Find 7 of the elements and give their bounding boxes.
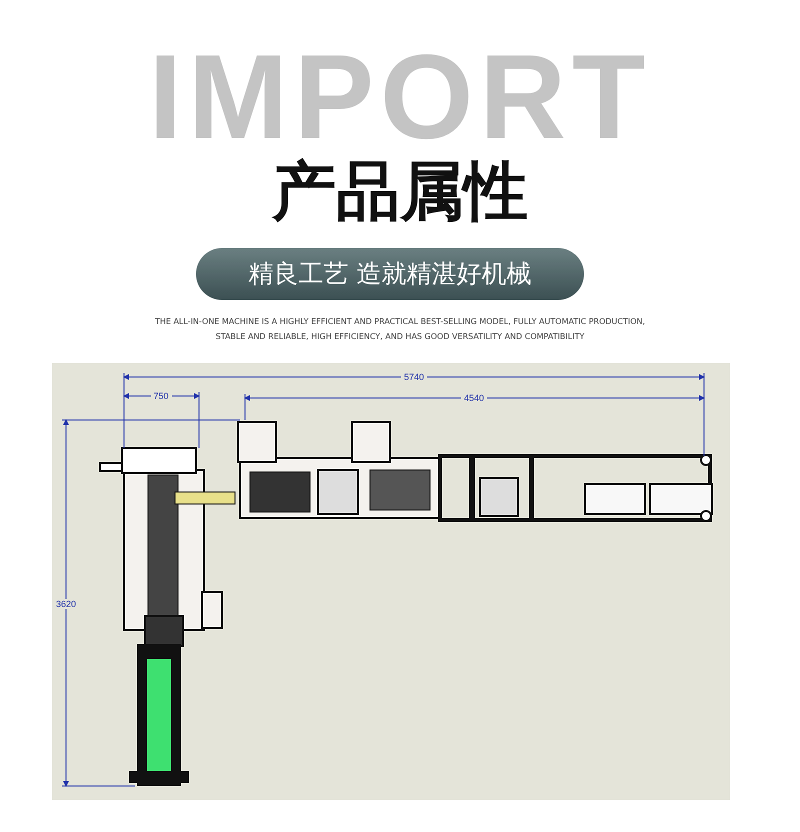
- page-title: 产品属性: [270, 154, 529, 231]
- dimension-label: 4540: [461, 393, 488, 403]
- dimension-label: 5740: [401, 372, 428, 382]
- background-word: IMPORT: [148, 42, 652, 152]
- slogan-banner: 精良工艺 造就精湛好机械: [196, 248, 584, 300]
- description-text: THE ALL-IN-ONE MACHINE IS A HIGHLY EFFICIENT AND PRACTICAL BEST-SELLING MODEL, FULLY AUTOMATIC PRODUCTION, STABLE AND RELIABLE, HIGH EFFICIENCY, AND HAS GOOD VERSATILITY AND COMPATIBILITY: [154, 316, 646, 343]
- dimension-label: 750: [150, 391, 172, 401]
